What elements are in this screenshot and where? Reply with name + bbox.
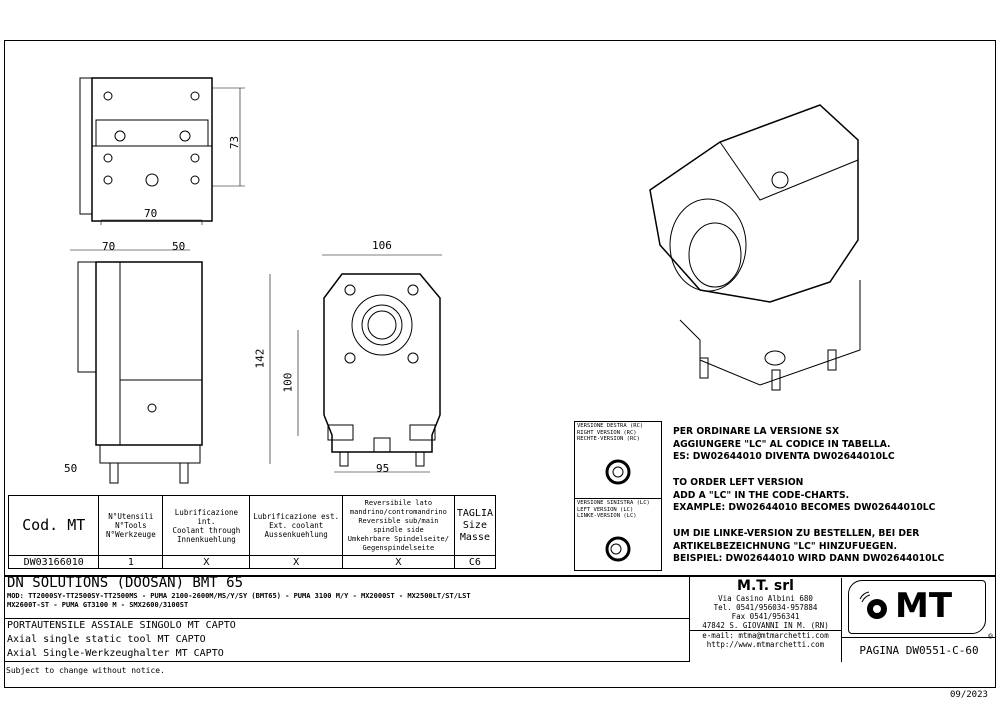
header-line: Ext. coolant [269, 521, 324, 530]
header-line: Lubrificazione est. [253, 512, 340, 521]
dim-front-bottom-width: 95 [376, 462, 390, 475]
company-name: M.T. srl [737, 578, 794, 594]
header-line: Coolant through [172, 525, 241, 535]
machine-title: DN SOLUTIONS (DOOSAN) BMT 65 [7, 575, 244, 591]
drawing-views [70, 77, 861, 484]
note-line: ADD A "LC" IN THE CODE-CHARTS. [673, 489, 850, 501]
right-version-symbol-icon [605, 459, 631, 485]
dim-top-width: 70 [144, 207, 158, 220]
machine-section: DN SOLUTIONS (DOOSAN) BMT 65 MOD: TT2000… [4, 575, 689, 619]
registered-mark-icon: ® [988, 632, 993, 641]
note-line: UM DIE LINKE-VERSION ZU BESTELLEN, BEI D… [673, 528, 920, 539]
table-row: DW03166010 1 X X X C6 [7, 555, 497, 569]
address-line: Tel. 0541/956034-957884 [713, 603, 818, 612]
header-line: mandrino/contromandrino [349, 507, 447, 516]
left-version-box: VERSIONE SINISTRA (LC) LEFT VERSION (LC)… [575, 499, 661, 562]
page-number: PAGINA DW0551-C-60 [842, 637, 996, 663]
email-link[interactable]: e-mail: mtma@mtmarchetti.com [689, 630, 842, 640]
description-english: Axial single static tool MT CAPTO [7, 634, 206, 645]
logo-text: MT [895, 587, 952, 625]
header-line: TAGLIA [456, 507, 493, 519]
cell-reversible: X [341, 555, 455, 569]
right-version-box: VERSIONE DESTRA (RC) RIGHT VERSION (RC) … [575, 422, 661, 499]
logo-block: MT ® PAGINA DW0551-C-60 [842, 578, 996, 662]
left-version-label: LEFT VERSION (LC) [577, 506, 634, 513]
models-line: MX2600T-ST - PUMA GT3100 M - SMX2600/310… [7, 601, 189, 609]
cell-size: C6 [453, 555, 497, 569]
description-section: PORTAUTENSILE ASSIALE SINGOLO MT CAPTO A… [4, 619, 689, 661]
address-line: Via Casino Albini 680 [718, 594, 813, 603]
description-german: Axial Single-Werkzeughalter MT CAPTO [7, 648, 224, 659]
right-version-label: VERSIONE DESTRA (RC) [577, 423, 644, 429]
title-block-divider [4, 575, 996, 577]
dim-side-left: 70 [102, 240, 116, 253]
header-line: Gegenspindelseite [362, 543, 435, 552]
note-line: ES: DW02644010 DIVENTA DW02644010LC [673, 451, 895, 462]
header-line: N°Werkzeuge [106, 530, 156, 539]
isometric-view [649, 104, 861, 391]
left-version-label: LINKE-VERSION (LC) [577, 513, 637, 519]
header-line: Umkehrbare Spindelseite/ [347, 534, 449, 543]
dim-front-width: 106 [372, 239, 392, 252]
dim-front-height: 142 [253, 348, 267, 369]
header-line: Size [462, 519, 487, 531]
header-line: N°Tools [115, 521, 147, 530]
note-line: TO ORDER LEFT VERSION [673, 477, 804, 488]
dim-side-bottom: 50 [64, 462, 78, 475]
note-line: PER ORDINARE LA VERSIONE SX [673, 426, 840, 437]
top-view [79, 77, 245, 225]
header-line: spindle side [373, 525, 424, 534]
cell-external-coolant: X [249, 555, 343, 569]
dim-front-inner-height: 100 [281, 372, 295, 393]
header-line: Aussenkuehlung [264, 530, 328, 539]
header-line: Innenkuehlung [177, 534, 236, 544]
side-view [70, 249, 203, 484]
header-cod-mt: Cod. MT [7, 495, 100, 556]
note-german: UM DIE LINKE-VERSION ZU BESTELLEN, BEI D… [673, 528, 944, 566]
header-line: Reversible sub/main [358, 516, 439, 525]
dim-side-right: 50 [172, 240, 186, 253]
right-version-label: RECHTE-VERSION (RC) [577, 436, 640, 442]
right-version-label: RIGHT VERSION (RC) [577, 429, 637, 436]
cell-tools: 1 [98, 555, 164, 569]
company-address: Via Casino Albini 680 Tel. 0541/956034-9… [689, 594, 842, 649]
mt-logo: MT ® [848, 580, 993, 641]
disclaimer: Subject to change without notice. [6, 666, 165, 675]
header-line: Masse [459, 531, 490, 543]
note-line: BEISPIEL: DW02644010 WIRD DANN DW0264401… [673, 553, 945, 564]
tool-holder-logo-icon [859, 591, 887, 619]
note-line: AGGIUNGERE "LC" AL CODICE IN TABELLA. [673, 438, 891, 450]
version-boxes: VERSIONE DESTRA (RC) RIGHT VERSION (RC) … [574, 421, 662, 571]
dim-top-height: 73 [228, 135, 242, 150]
front-view [269, 254, 442, 473]
header-line: Lubrificazione int. [174, 507, 239, 526]
website-link[interactable]: http://www.mtmarchetti.com [706, 640, 825, 649]
description-italian: PORTAUTENSILE ASSIALE SINGOLO MT CAPTO [7, 620, 236, 631]
logo-text-value: MT [895, 586, 953, 626]
note-line: ARTIKELBEZEICHNUNG "LC" HINZUFUEGEN. [673, 540, 897, 552]
address-line: Fax 0541/956341 [731, 612, 800, 621]
left-version-symbol-icon [605, 536, 631, 562]
models-line: MOD: TT2000SY-TT2500SY-TT2500MS - PUMA 2… [7, 592, 471, 600]
cell-internal-coolant: X [162, 555, 251, 569]
note-line: EXAMPLE: DW02644010 BECOMES DW02644010LC [673, 502, 936, 513]
company-block: M.T. srl Via Casino Albini 680 Tel. 0541… [689, 578, 842, 662]
left-version-label: VERSIONE SINISTRA (LC) [577, 500, 650, 506]
address-line: 47842 S. GIOVANNI IN M. (RN) [702, 621, 829, 630]
header-line: N°Utensili [108, 512, 154, 521]
title-block-left: DN SOLUTIONS (DOOSAN) BMT 65 MOD: TT2000… [4, 575, 690, 662]
cell-code: DW03166010 [7, 555, 100, 569]
revision-date: 09/2023 [950, 690, 988, 700]
header-line: Reversibile lato [364, 498, 433, 507]
sheet-border [4, 40, 996, 688]
